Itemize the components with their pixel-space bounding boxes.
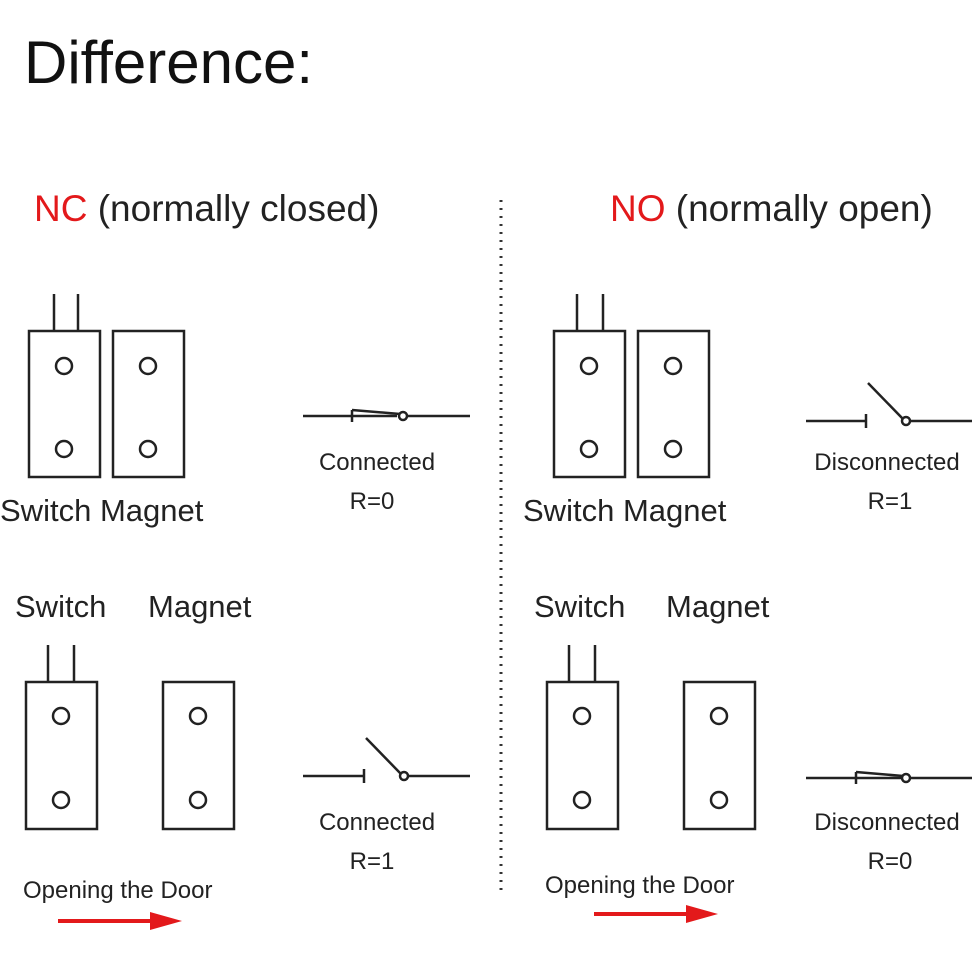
no-desc: (normally open) xyxy=(665,188,933,229)
no-closed-switch-label: Switch xyxy=(523,493,615,528)
nc-open-switch-label: Switch xyxy=(15,589,107,624)
nc-open-status: Connected xyxy=(318,809,436,836)
no-closed-magnet-label: Magnet xyxy=(622,493,727,528)
nc-closed-switch-label: Switch xyxy=(0,493,92,528)
nc-closed-magnet xyxy=(111,329,186,479)
no-closed-switch xyxy=(552,294,627,479)
nc-arrow xyxy=(58,912,182,930)
no-open-symbol xyxy=(806,770,972,784)
no-open-magnet xyxy=(682,680,757,831)
nc-desc: (normally closed) xyxy=(87,188,380,229)
nc-open-symbol xyxy=(303,737,470,783)
nc-heading: NC (normally closed) xyxy=(34,186,379,232)
nc-abbr: NC xyxy=(34,188,88,229)
nc-open-resistance: R=1 xyxy=(349,848,395,875)
no-closed-status: Disconnected xyxy=(814,449,960,476)
nc-closed-switch-magnet-label: Switch Magnet xyxy=(0,493,203,529)
nc-open-magnet xyxy=(161,680,236,831)
nc-closed-status: Connected xyxy=(318,449,436,476)
no-closed-resistance: R=1 xyxy=(867,488,913,515)
no-closed-symbol xyxy=(806,382,972,428)
nc-closed-switch xyxy=(27,294,102,479)
page-title: Difference: xyxy=(24,29,314,96)
nc-closed-symbol xyxy=(303,408,470,422)
no-open-switch xyxy=(545,645,620,831)
nc-open-magnet-label: Magnet xyxy=(148,589,252,624)
no-closed-switch-magnet-label: Switch Magnet xyxy=(523,493,726,529)
no-open-magnet-label: Magnet xyxy=(666,589,770,624)
no-open-switch-label: Switch xyxy=(534,589,626,624)
no-arrow xyxy=(594,905,718,923)
no-heading: NO (normally open) xyxy=(610,186,933,232)
no-action-label: Opening the Door xyxy=(545,872,735,899)
nc-closed-magnet-label: Magnet xyxy=(99,493,204,528)
nc-open-switch xyxy=(24,645,99,831)
no-closed-magnet xyxy=(636,329,711,479)
no-open-resistance: R=0 xyxy=(867,848,913,875)
nc-action-label: Opening the Door xyxy=(23,877,213,904)
no-abbr: NO xyxy=(610,188,666,229)
no-open-status: Disconnected xyxy=(814,809,960,836)
nc-closed-resistance: R=0 xyxy=(349,488,395,515)
